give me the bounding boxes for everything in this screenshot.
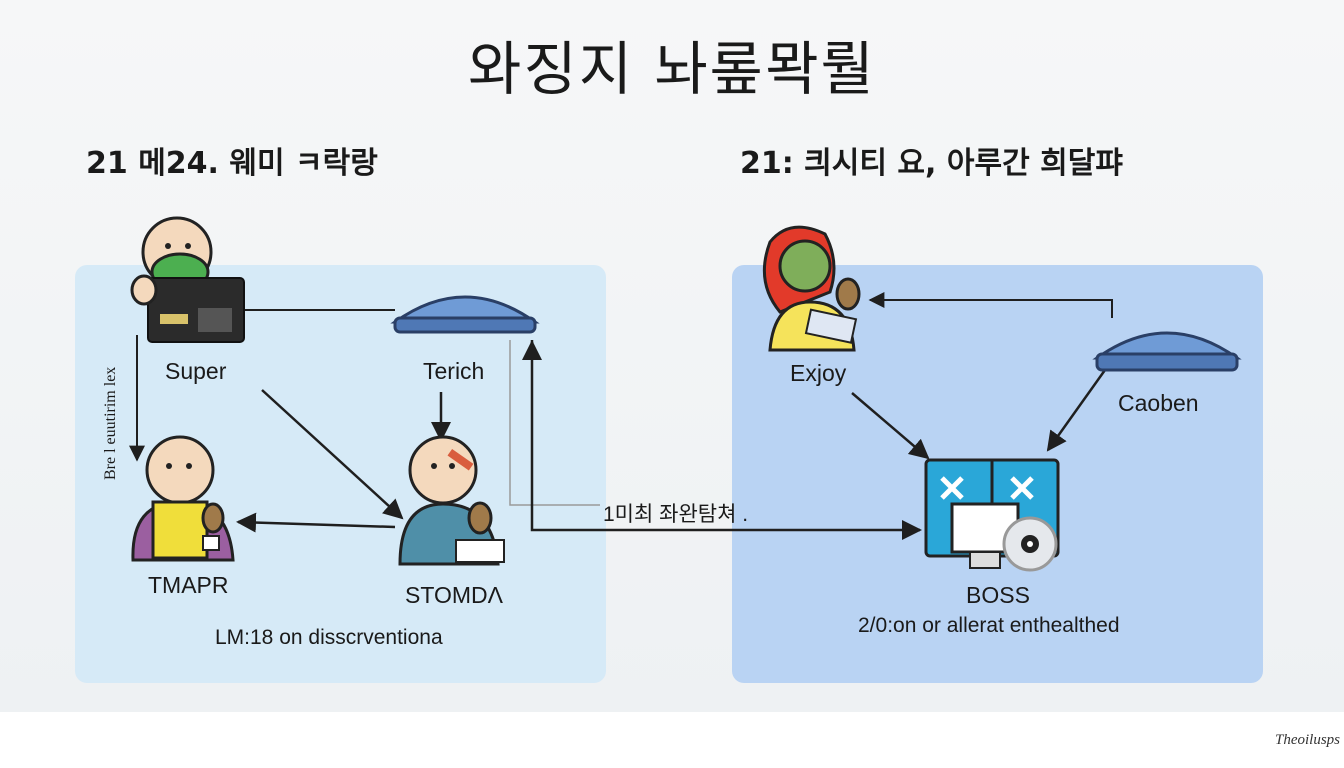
right-panel-caption: 2/0:on or allerat enthealthed <box>858 614 1120 637</box>
tmapr-person-icon <box>131 435 235 562</box>
caoben-hub-icon <box>1092 331 1242 372</box>
exjoy-person-icon <box>762 225 861 352</box>
edge-stomdn-boss <box>530 340 922 540</box>
node-label-caoben: Caoben <box>1118 390 1199 416</box>
left-panel-caption: LM:18 on disscrventiona <box>215 626 443 649</box>
watermark: Theoilusps <box>1274 732 1340 748</box>
edge-terich-return <box>509 340 600 506</box>
page-title: 와징지 놔롶뫅뤌 <box>468 35 876 103</box>
edge-caoben-exjoy <box>868 292 1113 318</box>
right-section-heading: 21: 킈시티 요, 아루간 희달퍄 <box>740 146 1123 181</box>
edge-super-stomdn <box>261 389 404 520</box>
left-vertical-label: Bre l euutirim lex <box>102 366 119 480</box>
stomdn-person-icon <box>398 435 505 566</box>
left-section-heading: 21 메24. 웨미 ㅋ락랑 <box>86 146 378 181</box>
node-label-boss: BOSS <box>966 582 1030 608</box>
edge-exjoy-boss <box>851 392 930 460</box>
edge-stomdn-tmapr <box>236 512 396 533</box>
edge-caoben-boss <box>1046 369 1107 452</box>
node-label-terich: Terich <box>423 358 485 384</box>
boss-monitor-icon <box>924 458 1060 572</box>
node-label-super: Super <box>165 358 227 384</box>
node-label-tmapr: TMAPR <box>148 572 229 598</box>
node-label-exjoy: Exjoy <box>790 360 847 386</box>
super-person-icon <box>130 216 245 343</box>
node-label-stomdn: STOMDΛ <box>405 582 503 608</box>
footer-band <box>0 712 1344 768</box>
terich-hub-icon <box>390 295 540 334</box>
connector-label: 1미최 좌완탐쳐 . <box>603 503 749 526</box>
